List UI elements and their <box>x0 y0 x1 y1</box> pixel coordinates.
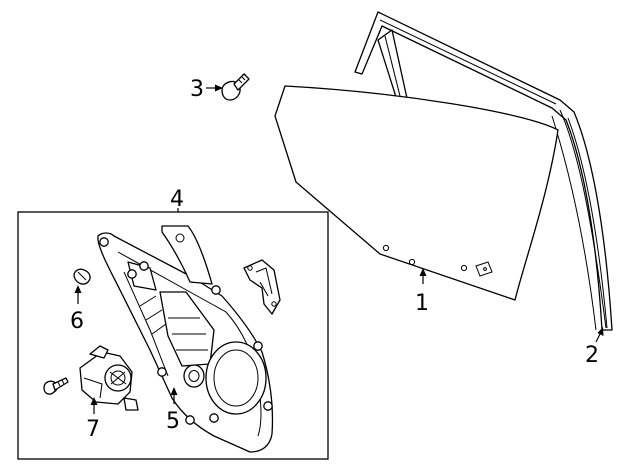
regulator-motor-icon <box>43 345 139 411</box>
clip-icon <box>73 268 91 285</box>
regulator-bracket-icon <box>243 259 281 315</box>
door-glass-icon <box>274 85 559 301</box>
callout-5: 5 <box>166 409 180 434</box>
callout-2: 2 <box>585 343 599 368</box>
callout-1: 1 <box>415 291 429 316</box>
callout-7: 7 <box>86 417 100 442</box>
callout-6: 6 <box>70 309 84 334</box>
regulator-assembly-box <box>17 211 329 460</box>
callout-3: 3 <box>190 77 204 102</box>
window-regulator-icon <box>97 225 274 453</box>
bolt-icon <box>221 73 250 101</box>
callout-4: 4 <box>170 187 184 212</box>
leader-lines <box>74 84 604 414</box>
